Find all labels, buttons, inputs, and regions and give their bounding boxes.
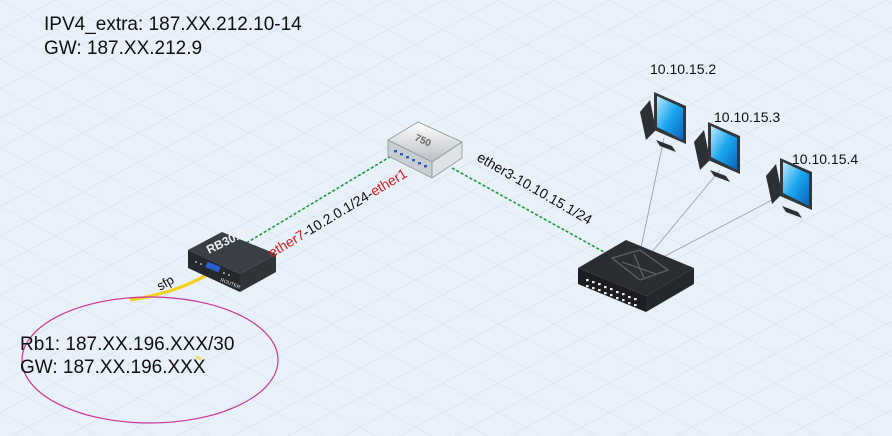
- link-switch-host1: [637, 137, 665, 263]
- link-rb3011-750: [237, 151, 399, 249]
- isp-ellipse: [21, 296, 279, 424]
- host-computer-3[interactable]: [766, 158, 812, 218]
- info-bottom-line1: Rb1: 187.XX.196.XXX/30: [20, 334, 235, 355]
- host-2-ip: 10.10.15.3: [714, 109, 781, 125]
- link-750-switch: [451, 167, 605, 253]
- switch[interactable]: [578, 240, 694, 312]
- link-switch-host2: [641, 169, 721, 265]
- host-computer-2[interactable]: [694, 122, 740, 182]
- host-computer-1[interactable]: [640, 92, 686, 152]
- host-3-ip: 10.10.15.4: [792, 151, 859, 167]
- link-switch-host3: [645, 199, 773, 267]
- host-1-ip: 10.10.15.2: [650, 61, 717, 77]
- router-750[interactable]: [387, 121, 463, 179]
- router-rb3011[interactable]: [188, 232, 276, 361]
- info-top-line1: IPV4_extra: 187.XX.212.10-14: [44, 14, 302, 35]
- info-top-line2: GW: 187.XX.212.9: [44, 38, 203, 59]
- info-bottom-line2: GW: 187.XX.196.XXX: [20, 357, 206, 378]
